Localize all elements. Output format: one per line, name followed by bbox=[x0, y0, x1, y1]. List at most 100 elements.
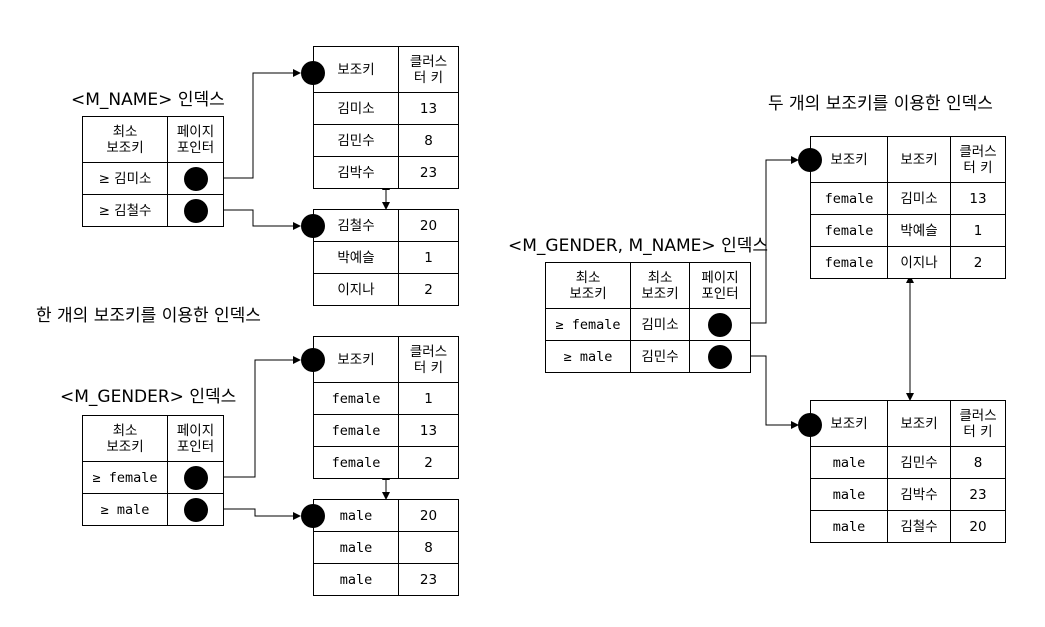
cluster-key-cell: 20 bbox=[398, 499, 459, 532]
secondary-key-cell: 이지나 bbox=[887, 246, 951, 279]
secondary-key-cell: male bbox=[810, 446, 888, 479]
page-entry-dot-icon bbox=[301, 214, 325, 238]
pointer-dot-icon bbox=[183, 198, 208, 223]
index-row: ≥ male bbox=[82, 493, 224, 526]
min-key-cell: ≥ male bbox=[545, 340, 631, 373]
min-key-cell: ≥ female bbox=[545, 308, 631, 341]
page-entry-dot-icon bbox=[798, 148, 822, 172]
pointer-line-gender-2 bbox=[194, 508, 301, 520]
secondary-key-cell: 김민수 bbox=[313, 124, 399, 157]
cluster-key-cell: 2 bbox=[398, 273, 459, 306]
name-index-table: 최소 보조키 페이지 포인터 ≥ 김미소 ≥ 김철수 bbox=[82, 116, 224, 227]
header-min-key: 최소 보조키 bbox=[82, 415, 168, 462]
cluster-key-cell: 1 bbox=[950, 214, 1006, 247]
gender-index-table: 최소 보조키 페이지 포인터 ≥ female ≥ male bbox=[82, 415, 224, 526]
pointer-cell bbox=[167, 194, 224, 227]
header-page-pointer: 페이지 포인터 bbox=[167, 415, 224, 462]
header-page-pointer: 페이지 포인터 bbox=[167, 116, 224, 163]
page-entry-dot-icon bbox=[301, 348, 325, 372]
double-key-title: 두 개의 보조키를 이용한 인덱스 bbox=[768, 94, 993, 114]
secondary-key-cell: 김민수 bbox=[887, 446, 951, 479]
header-secondary-key-1: 보조키 bbox=[810, 400, 888, 447]
secondary-key-cell: 박예슬 bbox=[887, 214, 951, 247]
gender-name-index-table: 최소 보조키 최소 보조키 페이지 포인터 ≥ female 김미소 ≥ mal… bbox=[545, 262, 751, 373]
min-key-cell: 김민수 bbox=[630, 340, 690, 373]
secondary-key-cell: female bbox=[313, 414, 399, 447]
secondary-key-cell: 김미소 bbox=[313, 92, 399, 125]
page-entry-dot-icon bbox=[301, 504, 325, 528]
cluster-key-cell: 8 bbox=[398, 531, 459, 564]
pointer-cell bbox=[167, 162, 224, 195]
min-key-cell: ≥ 김철수 bbox=[82, 194, 168, 227]
pointer-cell bbox=[689, 308, 751, 341]
secondary-key-cell: female bbox=[313, 382, 399, 415]
index-row: ≥ female bbox=[82, 461, 224, 494]
pointer-cell bbox=[167, 493, 224, 526]
name-index-label: <M_NAME> 인덱스 bbox=[71, 90, 225, 110]
min-key-cell: ≥ female bbox=[82, 461, 168, 494]
header-cluster-key: 클러스 터 키 bbox=[398, 336, 459, 383]
index-row: ≥ male 김민수 bbox=[545, 340, 751, 373]
min-key-cell: ≥ 김미소 bbox=[82, 162, 168, 195]
header-page-pointer: 페이지 포인터 bbox=[689, 262, 751, 309]
secondary-key-cell: male bbox=[313, 563, 399, 596]
cluster-key-cell: 1 bbox=[398, 382, 459, 415]
cluster-key-cell: 13 bbox=[950, 182, 1006, 215]
secondary-key-cell: 박예슬 bbox=[313, 241, 399, 274]
header-secondary-key-2: 보조키 bbox=[887, 136, 951, 183]
secondary-key-cell: 김미소 bbox=[887, 182, 951, 215]
cluster-key-cell: 2 bbox=[398, 446, 459, 479]
header-cluster-key: 클러스 터 키 bbox=[950, 400, 1006, 447]
pointer-dot-icon bbox=[183, 166, 208, 191]
cluster-key-cell: 8 bbox=[398, 124, 459, 157]
min-key-cell: 김미소 bbox=[630, 308, 690, 341]
cluster-key-cell: 23 bbox=[398, 563, 459, 596]
secondary-key-cell: 김철수 bbox=[887, 510, 951, 543]
secondary-key-cell: male bbox=[810, 510, 888, 543]
pointer-dot-icon bbox=[708, 312, 732, 337]
single-key-title: 한 개의 보조키를 이용한 인덱스 bbox=[36, 306, 261, 326]
header-cluster-key: 클러스 터 키 bbox=[950, 136, 1006, 183]
pointer-line-gender-1 bbox=[194, 356, 301, 478]
cluster-key-cell: 2 bbox=[950, 246, 1006, 279]
header-min-key-2: 최소 보조키 bbox=[630, 262, 690, 309]
secondary-key-cell: female bbox=[810, 214, 888, 247]
cluster-key-cell: 8 bbox=[950, 446, 1006, 479]
min-key-cell: ≥ male bbox=[82, 493, 168, 526]
index-row: ≥ 김미소 bbox=[82, 162, 224, 195]
secondary-key-cell: 이지나 bbox=[313, 273, 399, 306]
cluster-key-cell: 13 bbox=[398, 92, 459, 125]
secondary-key-cell: male bbox=[810, 478, 888, 511]
cluster-key-cell: 23 bbox=[950, 478, 1006, 511]
page-entry-dot-icon bbox=[301, 61, 325, 85]
header-min-key-1: 최소 보조키 bbox=[545, 262, 631, 309]
cluster-key-cell: 13 bbox=[398, 414, 459, 447]
cluster-key-cell: 20 bbox=[950, 510, 1006, 543]
pointer-cell bbox=[689, 340, 751, 373]
pointer-dot-icon bbox=[183, 497, 208, 522]
index-row: ≥ 김철수 bbox=[82, 194, 224, 227]
secondary-key-cell: female bbox=[810, 182, 888, 215]
secondary-key-cell: male bbox=[313, 499, 399, 532]
header-cluster-key: 클러스 터 키 bbox=[398, 46, 459, 93]
pointer-cell bbox=[167, 461, 224, 494]
page-entry-dot-icon bbox=[798, 413, 822, 437]
gender-name-index-label: <M_GENDER, M_NAME> 인덱스 bbox=[508, 236, 768, 256]
cluster-key-cell: 1 bbox=[398, 241, 459, 274]
